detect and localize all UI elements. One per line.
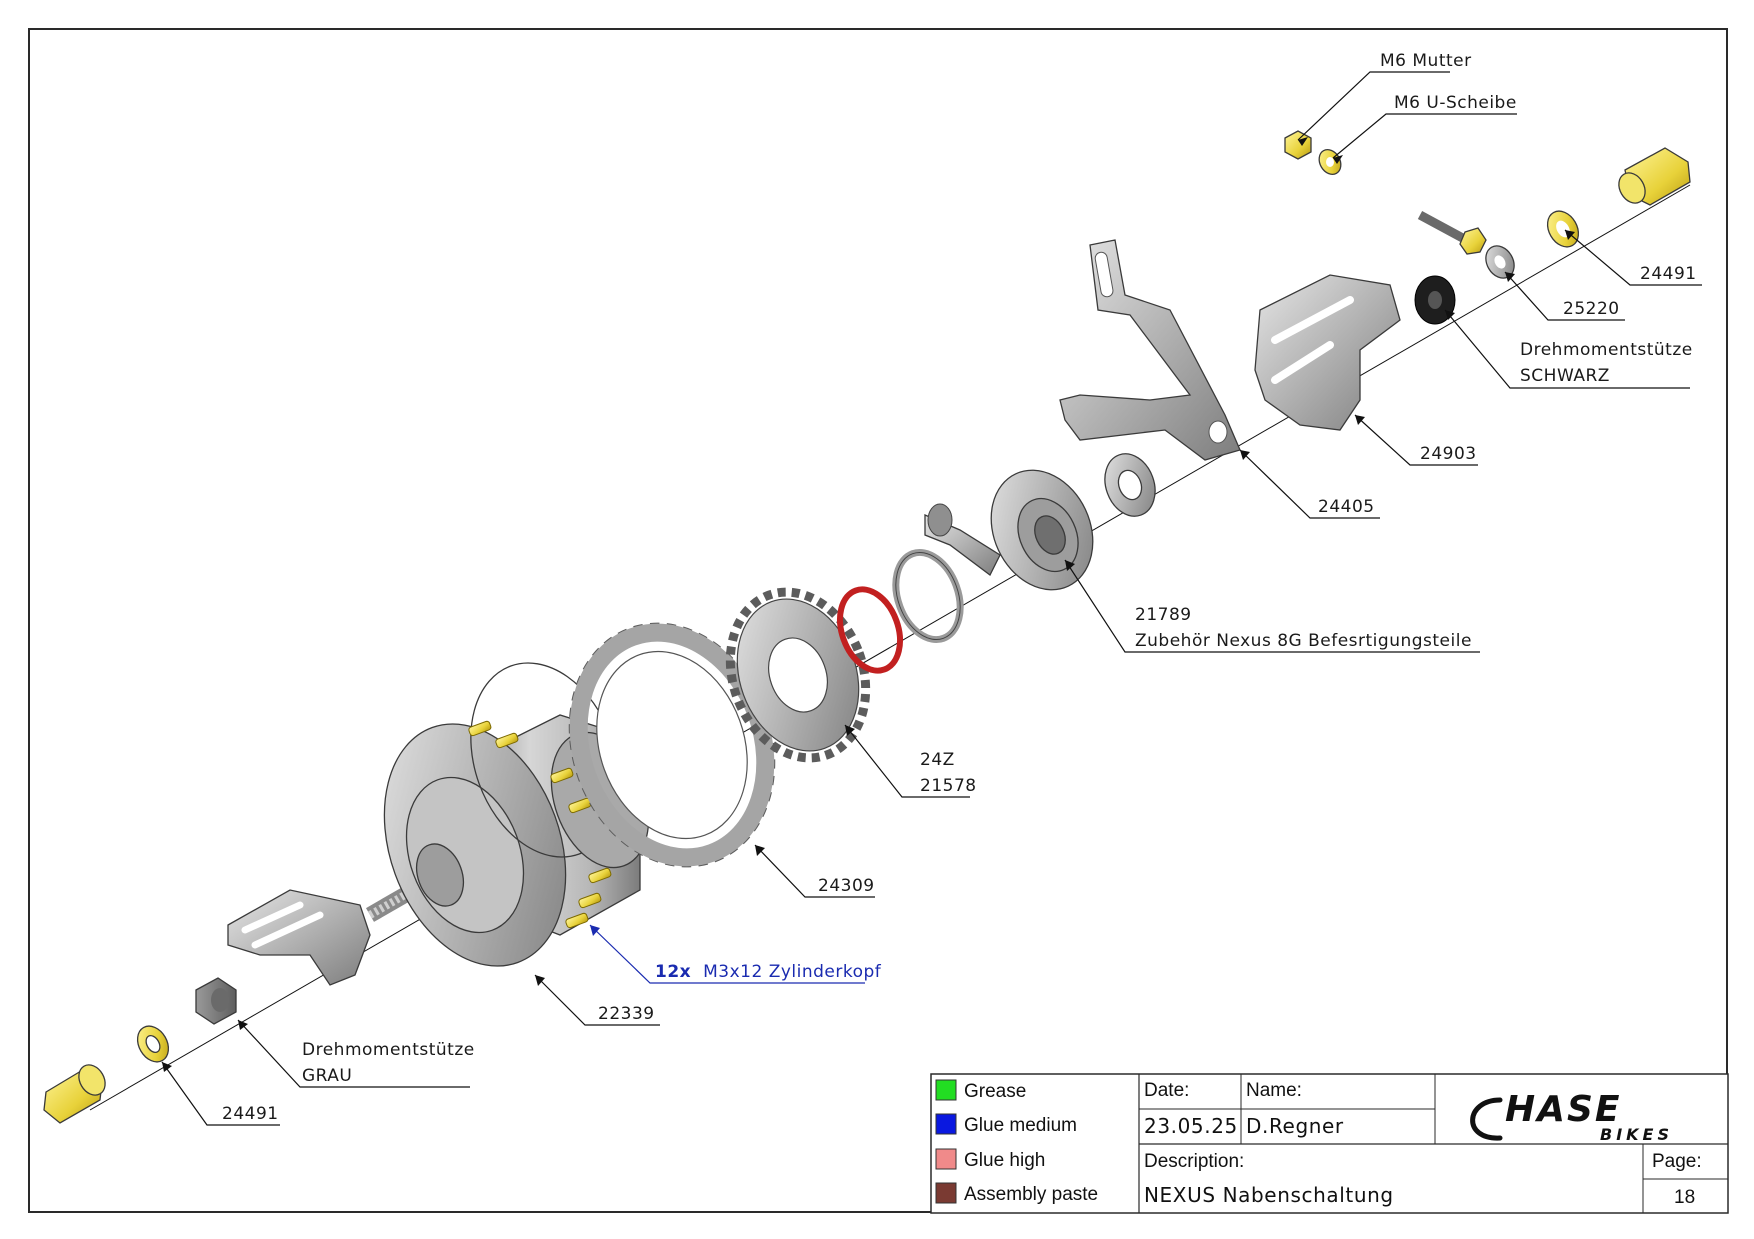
label-24491-bottom: 24491 xyxy=(222,1104,279,1124)
logo-sub-text: BIKES xyxy=(1600,1125,1673,1144)
legend-label-grease: Grease xyxy=(964,1081,1026,1102)
bracket-24903 xyxy=(1254,274,1401,431)
dropout-24405 xyxy=(1059,239,1241,461)
label-24405: 24405 xyxy=(1318,497,1375,517)
legend-swatch-glue-high xyxy=(935,1148,957,1170)
o-ring-red xyxy=(837,586,903,674)
logo-main-text: HASE xyxy=(1505,1089,1622,1130)
torque-support-grau xyxy=(195,977,237,1025)
label-24491-top: 24491 xyxy=(1640,264,1697,284)
leader-24491-top xyxy=(1564,229,1702,286)
label-screws: 12x M3x12 Zylinderkopf xyxy=(655,962,882,982)
cap-21789 xyxy=(924,469,1094,591)
label-22339: 22339 xyxy=(598,1004,655,1024)
legend-label-glue-medium: Glue medium xyxy=(964,1115,1077,1136)
leader-21578 xyxy=(844,724,970,798)
name-label: Name: xyxy=(1246,1080,1302,1101)
label-21789-desc: Zubehör Nexus 8G Befesrtigungsteile xyxy=(1135,631,1472,651)
leader-24491-bottom xyxy=(161,1061,280,1126)
drawing-frame xyxy=(28,28,1728,1213)
lock-washer xyxy=(1104,453,1156,517)
label-24903: 24903 xyxy=(1420,444,1477,464)
label-screws-qty: 12x xyxy=(655,962,691,982)
label-drehmoment-grau-2: GRAU xyxy=(302,1066,352,1086)
label-24309: 24309 xyxy=(818,876,875,896)
leader-m6-mutter xyxy=(1297,71,1450,141)
legend-swatch-glue-medium xyxy=(935,1113,957,1135)
date-value: 23.05.25 xyxy=(1144,1114,1238,1138)
label-drehmoment-grau-1: Drehmomentstütze xyxy=(302,1040,475,1060)
leader-24405 xyxy=(1239,449,1380,519)
page-value: 18 xyxy=(1674,1187,1695,1208)
label-21578: 21578 xyxy=(920,776,977,796)
legend-swatch-grease xyxy=(935,1079,957,1101)
name-value: D.Regner xyxy=(1246,1114,1344,1138)
leader-24309 xyxy=(754,844,875,898)
description-value: NEXUS Nabenschaltung xyxy=(1144,1183,1394,1207)
label-21789: 21789 xyxy=(1135,605,1192,625)
label-24z: 24Z xyxy=(920,750,955,770)
label-drehmoment-schwarz-2: SCHWARZ xyxy=(1520,366,1610,386)
leader-24903 xyxy=(1354,414,1478,466)
spacer-ring xyxy=(892,548,964,644)
legend-label-glue-high: Glue high xyxy=(964,1150,1045,1171)
sprocket-21578 xyxy=(725,587,871,763)
axle-nut-bottom xyxy=(43,1064,106,1124)
description-label: Description: xyxy=(1144,1151,1244,1172)
page-label: Page: xyxy=(1652,1151,1702,1172)
leader-drehmoment-grau xyxy=(237,1019,470,1088)
leader-drehmoment-schwarz xyxy=(1444,309,1690,389)
label-screws-desc: M3x12 Zylinderkopf xyxy=(703,962,882,982)
torque-support-schwarz xyxy=(1414,275,1456,325)
m6-nut xyxy=(1284,130,1312,160)
legend: Grease Glue medium Glue high Assembly pa… xyxy=(935,1079,1098,1205)
m6-washer xyxy=(1318,149,1342,175)
leader-m6-uscheibe xyxy=(1332,113,1517,159)
label-m6-uscheibe: M6 U-Scheibe xyxy=(1394,93,1517,113)
washer-24491-bottom xyxy=(136,1025,170,1063)
axle-nut-top xyxy=(1618,147,1691,206)
washer-24491-top xyxy=(1546,210,1580,248)
leader-21789 xyxy=(1064,559,1480,653)
legend-label-assembly-paste: Assembly paste xyxy=(964,1184,1098,1205)
leader-arrowheads xyxy=(162,137,1575,1072)
label-drehmoment-schwarz-1: Drehmomentstütze xyxy=(1520,340,1693,360)
date-label: Date: xyxy=(1144,1080,1189,1101)
hase-bikes-logo: HASE BIKES xyxy=(1470,1089,1673,1144)
leader-22339 xyxy=(534,974,660,1026)
title-block xyxy=(930,1073,1729,1214)
label-25220: 25220 xyxy=(1563,299,1620,319)
screws-m3x12 xyxy=(468,720,612,929)
bolt-25220 xyxy=(1417,211,1515,279)
label-m6-mutter: M6 Mutter xyxy=(1380,51,1472,71)
leader-screws xyxy=(589,924,865,984)
bracket-bottom xyxy=(227,889,371,986)
leader-25220 xyxy=(1504,271,1625,321)
legend-swatch-assembly-paste xyxy=(935,1182,957,1204)
